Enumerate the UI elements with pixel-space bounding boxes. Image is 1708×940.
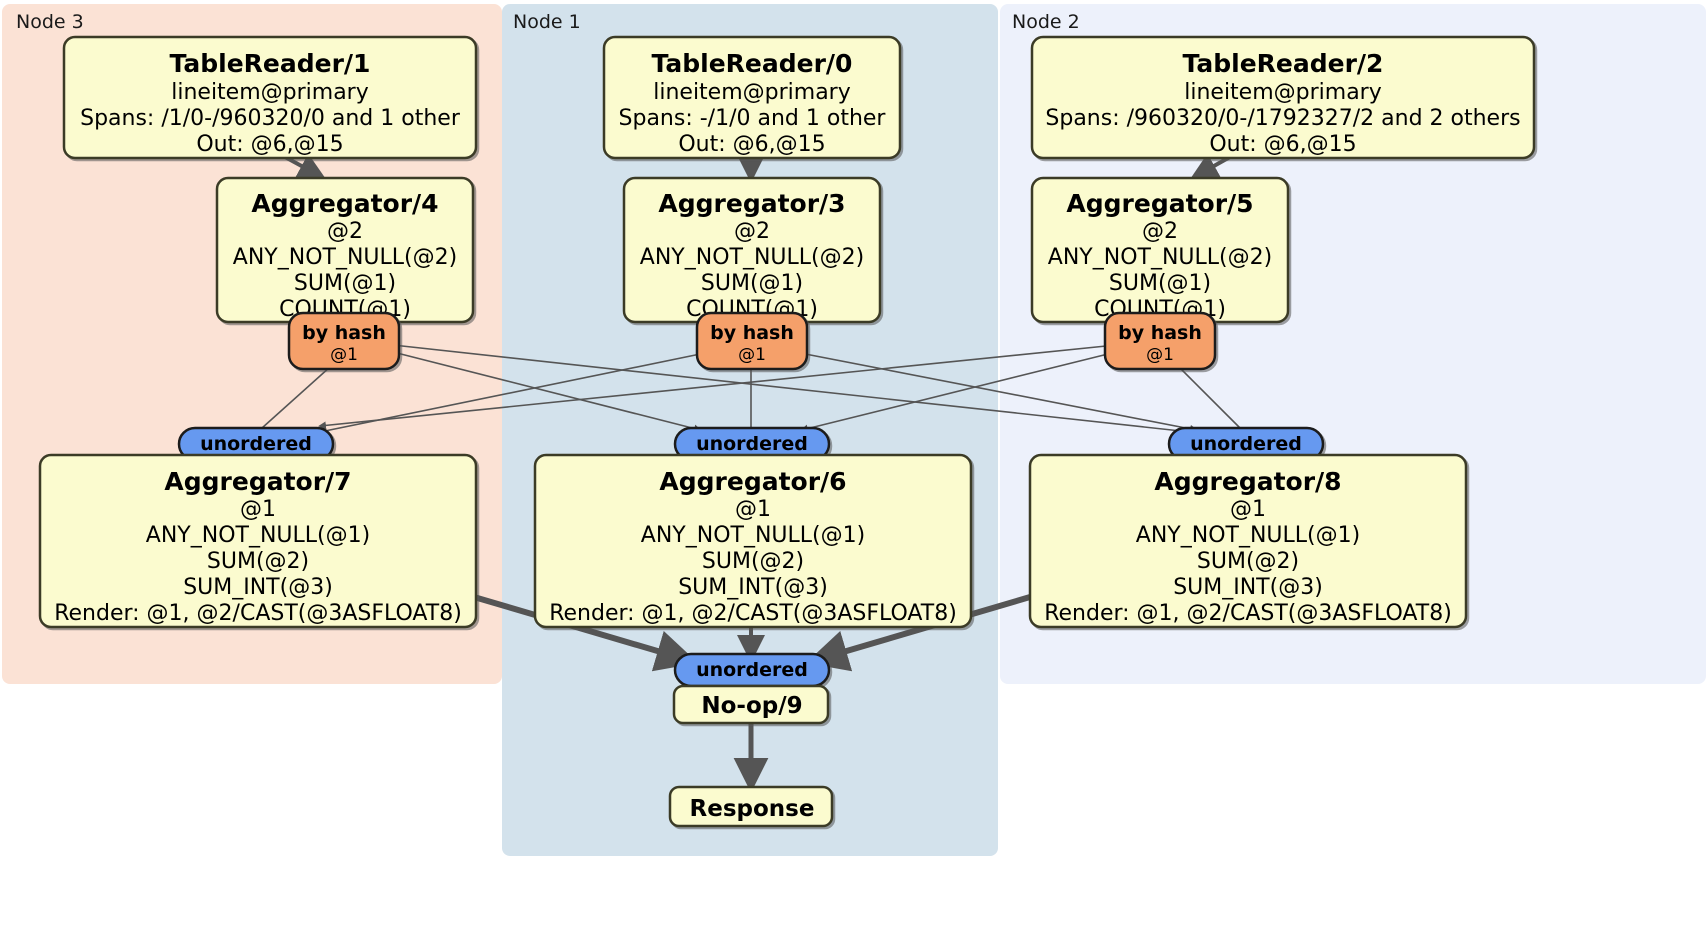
processor-aggregator-3[interactable]: Aggregator/3 @2 ANY_NOT_NULL(@2) SUM(@1)… — [622, 176, 882, 324]
edge-agg7-unorderedF — [473, 594, 699, 672]
aggregator-8-title: Aggregator/8 — [1154, 467, 1341, 496]
tablereader-0-line-2: Out: @6,@15 — [678, 132, 825, 157]
aggregator-6-line-0: @1 — [735, 497, 771, 522]
processor-noop-9[interactable]: No-op/9 — [672, 684, 830, 725]
edges-hash-crossbar — [261, 344, 1241, 436]
aggregator-7-line-1: ANY_NOT_NULL(@1) — [146, 523, 370, 548]
response-title: Response — [690, 796, 815, 822]
synchronizer-unordered-mid-label: unordered — [696, 433, 808, 455]
tablereader-0-title: TableReader/0 — [652, 49, 853, 78]
router-by-hash-right-sub: @1 — [1146, 345, 1174, 365]
aggregator-5-line-2: SUM(@1) — [1109, 271, 1211, 296]
aggregator-4-line-2: SUM(@1) — [294, 271, 396, 296]
processor-aggregator-7[interactable]: Aggregator/7 @1 ANY_NOT_NULL(@1) SUM(@2)… — [38, 453, 478, 629]
synchronizer-unordered-final-label: unordered — [696, 659, 808, 681]
aggregator-6-title: Aggregator/6 — [659, 467, 846, 496]
aggregator-8-line-2: SUM(@2) — [1197, 549, 1299, 574]
tablereader-2-line-0: lineitem@primary — [1184, 80, 1382, 105]
edge-hashR-unorderedL — [318, 344, 1117, 430]
tablereader-0-line-1: Spans: -/1/0 and 1 other — [619, 106, 887, 131]
edge-agg8-unorderedF — [805, 594, 1031, 672]
edge-hashR-unorderedM — [800, 351, 1117, 433]
edge-hashL-unorderedM — [392, 351, 702, 433]
synchronizer-unordered-final[interactable]: unordered — [673, 652, 831, 688]
tablereader-2-title: TableReader/2 — [1183, 49, 1384, 78]
synchronizer-unordered-left[interactable]: unordered — [177, 426, 335, 462]
processor-tablereader-1[interactable]: TableReader/1 lineitem@primary Spans: /1… — [62, 35, 478, 160]
aggregator-6-line-2: SUM(@2) — [702, 549, 804, 574]
router-by-hash-left-sub: @1 — [330, 345, 358, 365]
aggregator-5-line-0: @2 — [1142, 219, 1178, 244]
processor-aggregator-4[interactable]: Aggregator/4 @2 ANY_NOT_NULL(@2) SUM(@1)… — [215, 176, 475, 324]
tablereader-1-line-1: Spans: /1/0-/960320/0 and 1 other — [80, 106, 461, 131]
processor-tablereader-0[interactable]: TableReader/0 lineitem@primary Spans: -/… — [602, 35, 902, 160]
router-by-hash-mid[interactable]: by hash @1 — [695, 311, 809, 371]
router-by-hash-left-label: by hash — [302, 322, 386, 344]
edge-tr2-agg5 — [1189, 153, 1231, 180]
edge-hashL-unorderedL — [261, 366, 331, 429]
processor-aggregator-6[interactable]: Aggregator/6 @1 ANY_NOT_NULL(@1) SUM(@2)… — [533, 453, 973, 629]
synchronizer-unordered-right[interactable]: unordered — [1167, 426, 1325, 462]
aggregator-3-line-1: ANY_NOT_NULL(@2) — [640, 245, 864, 270]
edges-final — [473, 594, 1031, 793]
aggregator-5-line-1: ANY_NOT_NULL(@2) — [1048, 245, 1272, 270]
tablereader-0-line-0: lineitem@primary — [653, 80, 851, 105]
processor-aggregator-5[interactable]: Aggregator/5 @2 ANY_NOT_NULL(@2) SUM(@1)… — [1030, 176, 1290, 324]
processor-aggregator-8[interactable]: Aggregator/8 @1 ANY_NOT_NULL(@1) SUM(@2)… — [1028, 453, 1468, 629]
aggregator-7-title: Aggregator/7 — [164, 467, 351, 496]
edge-tr1-agg4 — [284, 153, 327, 180]
region-node3-label: Node 3 — [16, 11, 84, 33]
edge-hashM-unorderedR — [794, 351, 1198, 433]
synchronizer-unordered-mid[interactable]: unordered — [673, 426, 831, 462]
edges-stage1 — [284, 153, 1231, 183]
aggregator-4-line-0: @2 — [327, 219, 363, 244]
processor-tablereader-2[interactable]: TableReader/2 lineitem@primary Spans: /9… — [1030, 35, 1536, 160]
aggregator-6-line-1: ANY_NOT_NULL(@1) — [641, 523, 865, 548]
router-by-hash-right-label: by hash — [1118, 322, 1202, 344]
aggregator-8-line-1: ANY_NOT_NULL(@1) — [1136, 523, 1360, 548]
aggregator-6-line-3: SUM_INT(@3) — [678, 575, 828, 600]
region-node2-label: Node 2 — [1012, 11, 1080, 33]
aggregator-3-line-2: SUM(@1) — [701, 271, 803, 296]
router-by-hash-right[interactable]: by hash @1 — [1103, 311, 1217, 371]
tablereader-2-line-1: Spans: /960320/0-/1792327/2 and 2 others — [1045, 106, 1520, 131]
synchronizer-unordered-right-label: unordered — [1190, 433, 1302, 455]
aggregator-8-line-4: Render: @1, @2/CAST(@3ASFLOAT8) — [1044, 601, 1452, 626]
router-by-hash-mid-sub: @1 — [738, 345, 766, 365]
tablereader-1-line-0: lineitem@primary — [171, 80, 369, 105]
aggregator-8-line-3: SUM_INT(@3) — [1173, 575, 1323, 600]
tablereader-1-title: TableReader/1 — [170, 49, 371, 78]
aggregator-5-title: Aggregator/5 — [1066, 189, 1253, 218]
noop-9-title: No-op/9 — [701, 693, 802, 719]
aggregator-7-line-4: Render: @1, @2/CAST(@3ASFLOAT8) — [54, 601, 462, 626]
aggregator-4-line-1: ANY_NOT_NULL(@2) — [233, 245, 457, 270]
aggregator-6-line-4: Render: @1, @2/CAST(@3ASFLOAT8) — [549, 601, 957, 626]
aggregator-7-line-2: SUM(@2) — [207, 549, 309, 574]
region-node1-label: Node 1 — [513, 11, 581, 33]
aggregator-8-line-0: @1 — [1230, 497, 1266, 522]
synchronizer-unordered-left-label: unordered — [200, 433, 312, 455]
tablereader-2-line-2: Out: @6,@15 — [1209, 132, 1356, 157]
processor-response[interactable]: Response — [668, 785, 834, 828]
aggregator-4-title: Aggregator/4 — [251, 189, 438, 218]
edge-hashR-unorderedR — [1179, 367, 1241, 429]
edge-hashL-unorderedR — [392, 344, 1192, 436]
tablereader-1-line-2: Out: @6,@15 — [196, 132, 343, 157]
aggregator-7-line-3: SUM_INT(@3) — [183, 575, 333, 600]
router-by-hash-mid-label: by hash — [710, 322, 794, 344]
router-by-hash-left[interactable]: by hash @1 — [287, 311, 401, 371]
aggregator-3-title: Aggregator/3 — [658, 189, 845, 218]
aggregator-3-line-0: @2 — [734, 219, 770, 244]
aggregator-7-line-0: @1 — [240, 497, 276, 522]
